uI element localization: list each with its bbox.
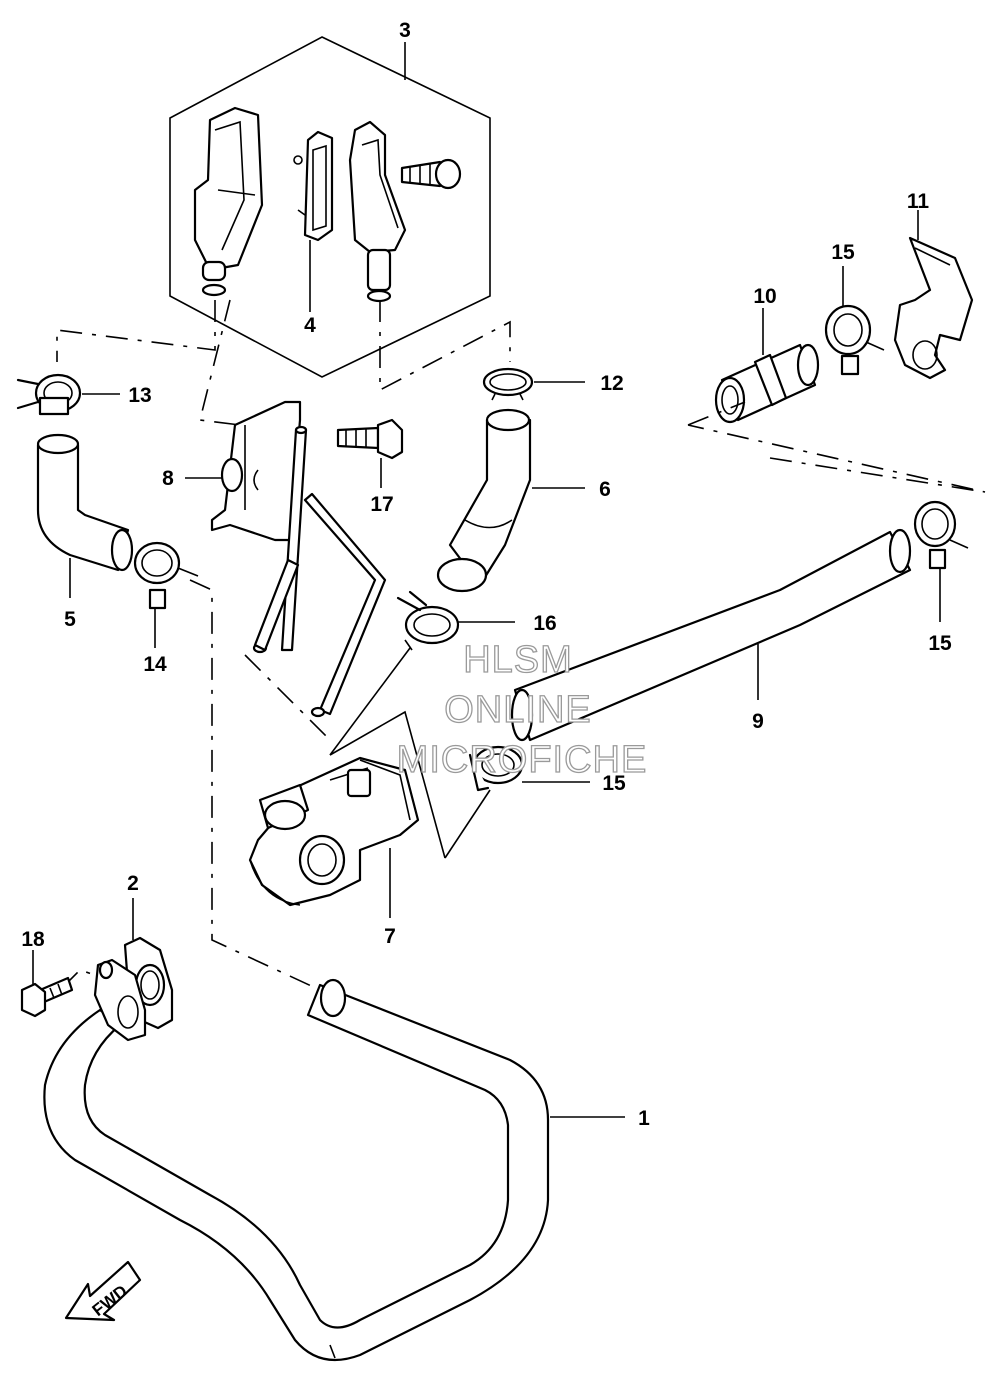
fwd-direction-arrow: FWD	[64, 1260, 142, 1322]
part-9-hose	[510, 528, 912, 742]
callout-16: 16	[533, 612, 556, 635]
part-14-clamp	[133, 541, 199, 610]
part-8-bracket	[210, 400, 302, 542]
callout-15-top: 15	[831, 241, 855, 264]
watermark-line-3: MICROFICHE	[397, 739, 648, 781]
ref-line-13	[56, 300, 216, 362]
watermark: HLSM ONLINE MICROFICHE	[396, 638, 648, 781]
part-7-air-valve	[248, 756, 420, 907]
part-17-bolt	[336, 418, 404, 460]
assembly-3-hexagon	[169, 36, 491, 378]
ref-line-10	[687, 401, 986, 493]
part-10-fitting	[714, 343, 820, 424]
callout-12: 12	[600, 372, 623, 395]
part-6-hose	[436, 408, 532, 593]
callout-3: 3	[399, 19, 411, 42]
callout-15-right: 15	[928, 632, 952, 655]
ref-line-8	[199, 299, 241, 426]
watermark-line-2: ONLINE	[444, 689, 591, 731]
part-15-clamp-middle	[468, 745, 524, 792]
part-4-reed-plate	[293, 130, 334, 242]
part-1-hose	[43, 978, 550, 1362]
callout-18: 18	[21, 928, 45, 951]
part-13-clamp	[16, 373, 82, 416]
part-8-pipes	[252, 425, 387, 718]
part-5-elbow-hose	[36, 433, 134, 572]
part-18-bolt	[20, 976, 74, 1018]
callout-14: 14	[143, 653, 167, 676]
part-12-ring	[482, 367, 534, 401]
callout-11: 11	[907, 190, 930, 213]
part-3-valve-body	[193, 106, 264, 297]
callout-17: 17	[370, 493, 393, 516]
callout-1: 1	[638, 1107, 650, 1130]
part-3-valve-cover	[348, 120, 407, 303]
watermark-line-1: HLSM	[463, 639, 573, 681]
callout-5: 5	[64, 608, 76, 631]
part-1-flange	[93, 958, 147, 1042]
callout-9: 9	[752, 710, 764, 733]
callout-13: 13	[128, 384, 151, 407]
ref-line-7c	[329, 647, 411, 756]
callout-4: 4	[304, 314, 316, 337]
callout-2: 2	[127, 872, 139, 895]
part-15-clamp-top	[824, 304, 885, 376]
ref-line-14	[189, 579, 321, 991]
callout-10: 10	[753, 285, 776, 308]
callout-7: 7	[384, 925, 396, 948]
callout-15-middle: 15	[602, 772, 626, 795]
part-16-clamp	[396, 590, 460, 651]
ref-line-8b	[244, 654, 331, 741]
ref-line-7b	[444, 789, 491, 859]
part-11-holder	[893, 236, 974, 380]
part-3-screw	[400, 158, 462, 190]
part-15-clamp-right	[913, 500, 969, 570]
ref-line-7a	[329, 710, 446, 859]
callout-numbers: 3 4 11 15 10 12 13 8 6 17 5 16 15 14 9 1…	[21, 19, 952, 1130]
callout-6: 6	[599, 478, 611, 501]
callout-8: 8	[162, 467, 174, 490]
